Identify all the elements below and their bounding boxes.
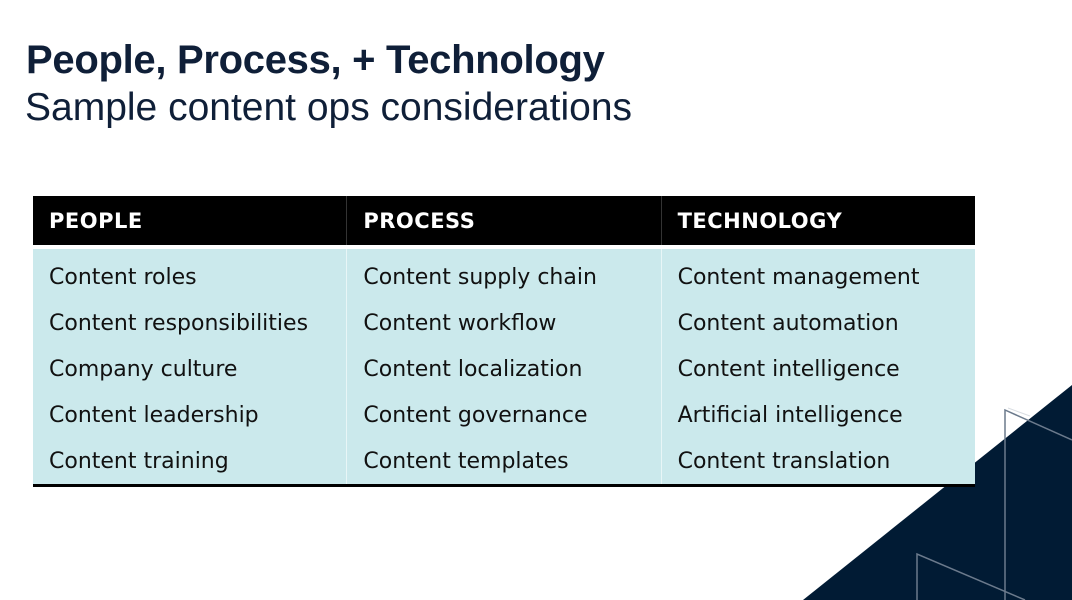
table-cell: Content templates <box>346 438 662 487</box>
table-cell: Content roles <box>49 265 197 291</box>
table-cell: Content intelligence <box>660 346 975 393</box>
slide-title: People, Process, + Technology <box>26 38 605 82</box>
table-cell: Content translation <box>660 438 975 487</box>
table-cell: Artificial intelligence <box>660 392 975 439</box>
header-people: PEOPLE <box>33 196 347 249</box>
table-cell: Content localization <box>346 346 662 393</box>
table-cell: Company culture <box>49 356 238 382</box>
header-row: PEOPLE PROCESS TECHNOLOGY <box>33 196 975 249</box>
table-row: Content leadership Content governance Ar… <box>33 392 975 439</box>
table-cell: Content automation <box>660 300 975 347</box>
considerations-table: PEOPLE PROCESS TECHNOLOGY Content roles … <box>33 196 975 487</box>
table-row: Content roles Content supply chain Conte… <box>33 247 975 301</box>
table-cell: Content governance <box>346 392 662 439</box>
table-cell: Content responsibilities <box>49 311 309 337</box>
table-row: Company culture Content localization Con… <box>33 346 975 393</box>
table-row: Content responsibilities Content workflo… <box>33 300 975 347</box>
slide-subtitle: Sample content ops considerations <box>25 86 633 129</box>
header-technology: TECHNOLOGY <box>660 196 975 249</box>
table-cell: Content supply chain <box>346 247 662 301</box>
table-cell: Content management <box>660 247 975 301</box>
table-cell: Content training <box>33 438 347 487</box>
header-process: PROCESS <box>346 196 662 249</box>
table-row: Content training Content templates Conte… <box>33 438 975 487</box>
table-cell: Content leadership <box>49 402 259 428</box>
table-cell: Content workflow <box>346 300 662 347</box>
